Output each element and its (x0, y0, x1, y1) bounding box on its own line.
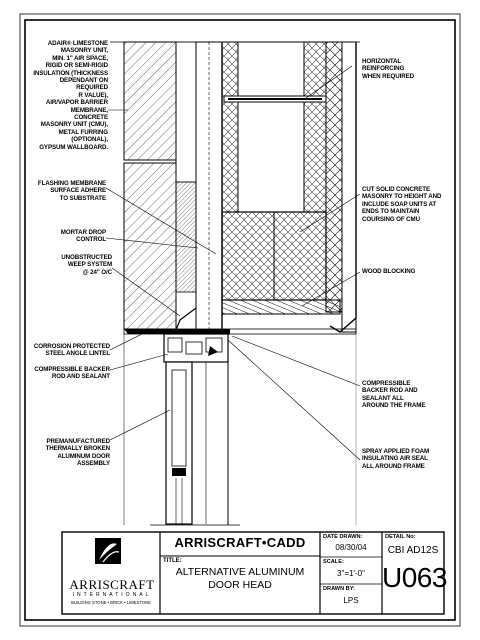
drawing-border (24, 19, 456, 621)
brick-infill (175, 181, 197, 293)
date-label: DATE DRAWN: (323, 534, 363, 540)
label-weep-system: UNOBSTRUCTED WEEP SYSTEM @ 24" O/C (61, 254, 112, 276)
drawing-title: ALTERNATIVE ALUMINUM DOOR HEAD (175, 566, 305, 591)
label-flashing-membrane: FLASHING MEMBRANE SURFACE ADHERE TO SUBS… (37, 180, 106, 202)
label-backer-rod: COMPRESSIBLE BACKER ROD AND SEALANT (34, 366, 110, 381)
sheet-code: U063 (382, 562, 447, 593)
label-door-assembly: PREMANUFACTURED THERMALLY BROKEN ALUMINU… (45, 438, 111, 468)
label-steel-lintel: CORROSION PROTECTED STEEL ANGLE LINTEL (33, 343, 110, 358)
wall-section-drawing (110, 41, 360, 526)
steel-angle-lintel (124, 329, 230, 334)
label-compressible-backer: COMPRESSIBLE BACKER ROD AND SEALANT ALL … (362, 380, 426, 410)
label-cut-solid-cmu: CUT SOLID CONCRETE MASONRY TO HEIGHT AND… (362, 186, 442, 223)
detail-label: DETAIL No: (385, 534, 416, 540)
title-label: TITLE: (163, 558, 182, 564)
label-mortar-drop: MORTAR DROP CONTROL (60, 229, 106, 244)
scale-value: 3"=1'-0" (337, 569, 365, 578)
label-horizontal-reinforcing: HORIZONTAL REINFORCING WHEN REQUIRED (362, 58, 414, 80)
leader-lines (105, 65, 361, 461)
wood-blocking (221, 299, 341, 315)
arriscraft-logo-icon (95, 538, 121, 564)
date-value: 08/30/04 (335, 543, 367, 552)
drawn-by-label: DRAWN BY: (323, 586, 355, 592)
logo-wordmark: ARRISCRAFT (69, 577, 155, 592)
scale-label: SCALE: (323, 559, 344, 565)
detail-number: CBI AD12S (387, 545, 439, 556)
sheet-border (19, 13, 461, 627)
limestone-unit-lower (123, 162, 177, 330)
limestone-unit-upper (123, 41, 177, 161)
drawn-by-value: LPS (343, 596, 359, 605)
label-spray-foam: SPRAY APPLIED FOAM INSULATING AIR SEAL A… (362, 448, 430, 470)
logo-subtitle: INTERNATIONAL (72, 592, 152, 598)
logo-tagline: BUILDING STONE • BRICK • LIMESTONE (71, 600, 151, 605)
title-block (61, 531, 445, 615)
brand-title: ARRISCRAFT•CADD (174, 535, 306, 550)
label-limestone-assembly: ADAIR® LIMESTONE MASONRY UNIT, MIN. 1" A… (33, 40, 108, 151)
label-wood-blocking: WOOD BLOCKING (362, 268, 416, 275)
